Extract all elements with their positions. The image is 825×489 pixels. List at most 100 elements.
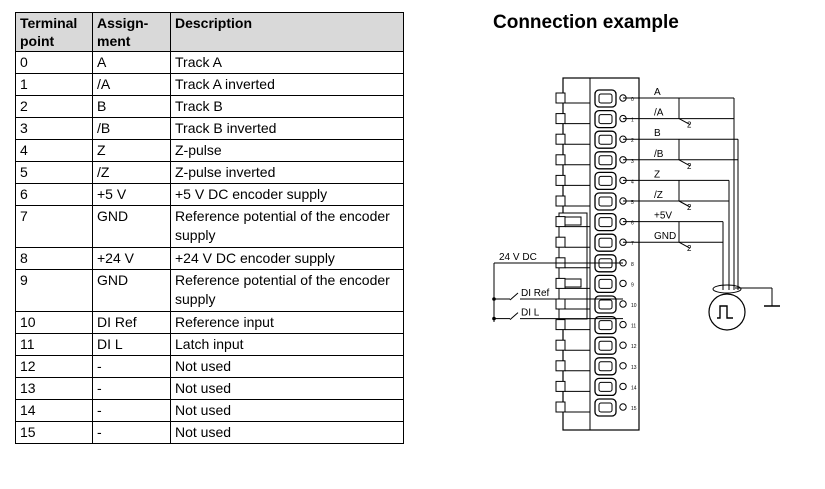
cell-description: Not used [170,377,404,400]
cell-description: Reference potential of the encoder suppl… [170,205,404,248]
cell-terminal-point: 10 [15,311,93,334]
diagram-title: Connection example [493,12,679,33]
release-lever-icon [562,216,582,226]
pin-number: 6 [631,221,634,227]
cell-terminal-point: 1 [15,73,93,96]
cell-description: Reference input [170,311,404,334]
signal-label: /B [654,149,664,160]
pin-number: 12 [631,344,637,350]
terminal-latch [555,92,566,104]
terminal-latch [555,277,566,289]
terminal-latch [555,339,566,351]
pin-number: 5 [631,200,634,206]
pin-number: 1 [631,118,634,124]
signal-label: /Z [654,190,663,201]
terminal-latch [555,360,566,372]
spring-clamp-opening [598,175,613,186]
terminal-latch [555,380,566,392]
terminal-latch [555,154,566,166]
terminal-latch [555,236,566,248]
switch-symbol [509,312,519,320]
table-row: 15-Not used [15,421,404,444]
pin-number: 4 [631,179,634,185]
signal-label: B [654,128,661,139]
spring-clamp-opening [598,381,613,392]
pin-number: 8 [631,262,634,268]
table-row: 14-Not used [15,399,404,422]
twist-mark [678,118,691,126]
cell-description: Not used [170,421,404,444]
twist-mark [678,200,691,208]
signal-label: A [654,87,661,98]
spring-clamp-opening [598,93,613,104]
table-row: 12-Not used [15,355,404,378]
cell-terminal-point: 12 [15,355,93,378]
terminal-latch [555,133,566,145]
cell-terminal-point: 7 [15,205,93,248]
spring-clamp-opening [598,320,613,331]
input-label: DI Ref [521,288,550,299]
cell-assignment: - [92,421,171,444]
header-assignment: Assign-ment [92,12,171,52]
cell-terminal-point: 4 [15,139,93,162]
terminal-latch [555,216,566,228]
cell-assignment: GND [92,205,171,248]
cell-description: Z-pulse inverted [170,161,404,184]
cell-description: Track A inverted [170,73,404,96]
connection-diagram: 0123456789101112131415A/AB/BZ/Z+5VGND222… [492,77,780,431]
wire-entry-icon [619,362,627,370]
spring-clamp-opening [598,278,613,289]
pin-number: 9 [631,282,634,288]
cell-assignment: B [92,95,171,118]
pin-number: 2 [631,138,634,144]
cell-description: Reference potential of the encoder suppl… [170,269,404,312]
pin-number: 11 [631,324,636,330]
signal-label: /A [654,108,664,119]
cell-assignment: /A [92,73,171,96]
cell-terminal-point: 6 [15,183,93,206]
cell-terminal-point: 14 [15,399,93,422]
spring-clamp-opening [598,299,613,310]
pin-number: 13 [631,365,637,371]
pin-number: 0 [631,97,634,103]
spring-clamp-opening [598,237,613,248]
twist-label: 2 [687,121,692,130]
cell-terminal-point: 11 [15,333,93,356]
cell-assignment: +24 V [92,247,171,270]
cell-terminal-point: 2 [15,95,93,118]
terminal-latch [555,174,566,186]
spring-clamp-opening [598,361,613,372]
cell-description: Not used [170,355,404,378]
pin-number: 10 [631,303,637,309]
table-row: 8+24 V+24 V DC encoder supply [15,247,404,270]
spring-clamp-opening [598,196,613,207]
cell-terminal-point: 3 [15,117,93,140]
spring-clamp-opening [598,402,613,413]
cell-assignment: GND [92,269,171,312]
pulse-icon [717,305,733,319]
terminal-latch [555,401,566,413]
cell-terminal-point: 13 [15,377,93,400]
signal-label: +5V [654,211,672,222]
header-description: Description [170,12,404,52]
supply-label: 24 V DC [499,252,537,263]
cell-terminal-point: 5 [15,161,93,184]
pin-number: 7 [631,241,634,247]
spring-clamp-opening [598,217,613,228]
cell-terminal-point: 15 [15,421,93,444]
cell-description: Track A [170,51,404,74]
cell-assignment: - [92,399,171,422]
terminal-latch [555,319,566,331]
cell-terminal-point: 0 [15,51,93,74]
switch-symbol [509,292,519,301]
